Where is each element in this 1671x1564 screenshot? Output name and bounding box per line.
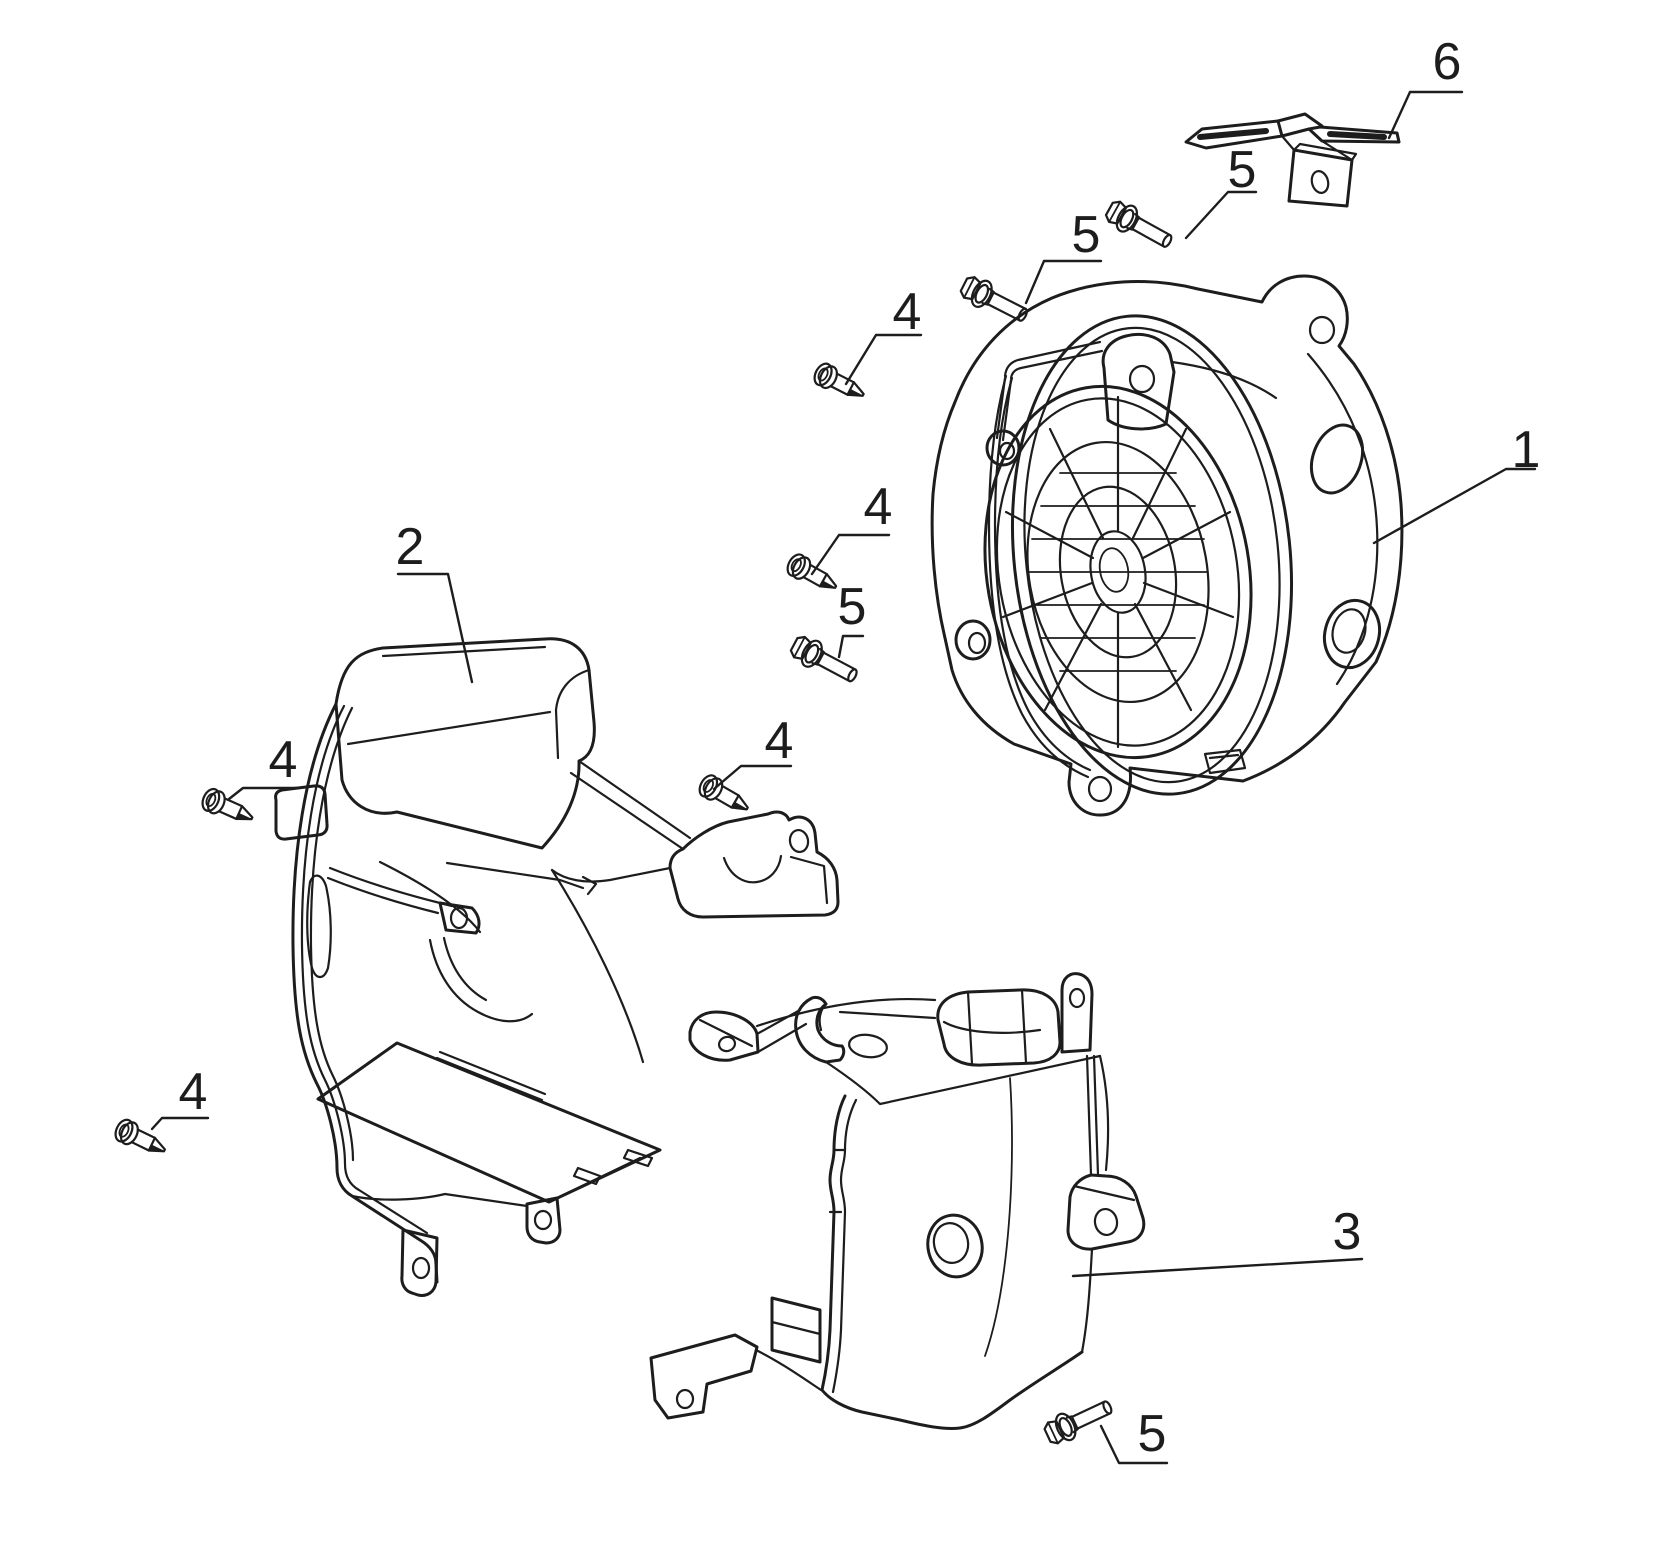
callout-leader-5d [1099,1424,1169,1465]
callout-label-3: 3 [1333,1203,1362,1261]
callout-leader-6 [1387,90,1464,140]
part-tapping-screw-5 [111,1115,171,1162]
callout-leader-4b [810,533,891,576]
callout-leader-1 [1372,467,1537,545]
callout-label-1: 1 [1512,421,1541,479]
callout-label-5c: 5 [838,578,867,636]
callout-label-6: 6 [1433,33,1462,91]
callout-labels: 1 2 3 4 4 4 4 4 5 5 5 5 6 [179,33,1541,1463]
part-flange-bolt-3 [786,630,863,691]
callout-leader-4e [150,1116,210,1131]
part-bracket [1184,112,1401,208]
part-flange-bolt-4 [1040,1392,1118,1450]
callout-label-4c: 4 [765,712,794,770]
callout-leaders [150,90,1537,1465]
part-flange-bolt-1 [1101,195,1178,256]
part-tapping-screw-1 [810,359,870,407]
fan-grille-spokes [1001,395,1235,749]
callout-leader-4a [844,333,923,386]
callout-leader-4d [227,786,300,801]
callout-leader-5b [1024,259,1103,305]
callout-leader-4c [712,764,793,791]
callout-label-5a: 5 [1228,141,1257,199]
fan-grille-web [1028,472,1208,672]
callout-label-5d: 5 [1138,1405,1167,1463]
part-tapping-screw-4 [198,785,258,830]
part-upper-shroud [274,637,840,1297]
part-flange-bolt-2 [956,271,1034,330]
callout-label-5b: 5 [1072,206,1101,264]
callout-label-4a: 4 [893,283,922,341]
callout-leader-3 [1071,1257,1364,1278]
part-fan-cover [930,274,1404,817]
callout-label-4e: 4 [179,1063,208,1121]
callout-leader-2 [396,572,474,684]
callout-leader-5c [837,634,865,659]
callout-label-4b: 4 [864,478,893,536]
callout-label-4d: 4 [269,731,298,789]
part-lower-shroud [649,972,1146,1430]
callout-label-2: 2 [396,518,425,576]
callout-leader-5a [1184,190,1258,240]
